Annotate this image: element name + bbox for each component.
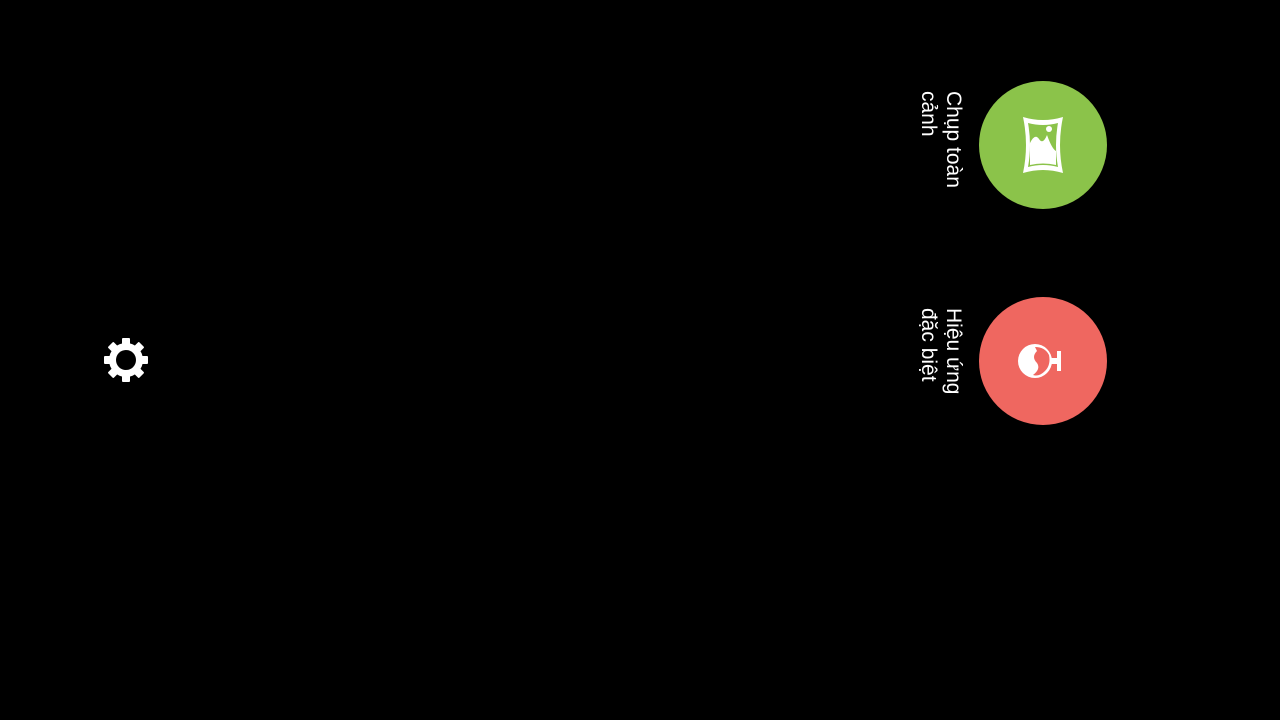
settings-gear-button[interactable]	[102, 336, 150, 384]
panorama-label: Chụp toàn cảnh	[916, 91, 966, 201]
gear-icon	[104, 338, 148, 382]
panorama-icon	[1023, 117, 1063, 173]
effects-label: Hiệu ứng đặc biệt	[916, 308, 966, 418]
panorama-label-line1: Chụp toàn	[942, 91, 965, 188]
effects-icon	[1018, 344, 1061, 378]
effects-label-line1: Hiệu ứng	[942, 308, 965, 395]
panorama-label-line2: cảnh	[917, 91, 940, 137]
panorama-mode-button[interactable]	[979, 81, 1107, 209]
effects-mode-button[interactable]	[979, 297, 1107, 425]
effects-label-line2: đặc biệt	[917, 308, 940, 382]
